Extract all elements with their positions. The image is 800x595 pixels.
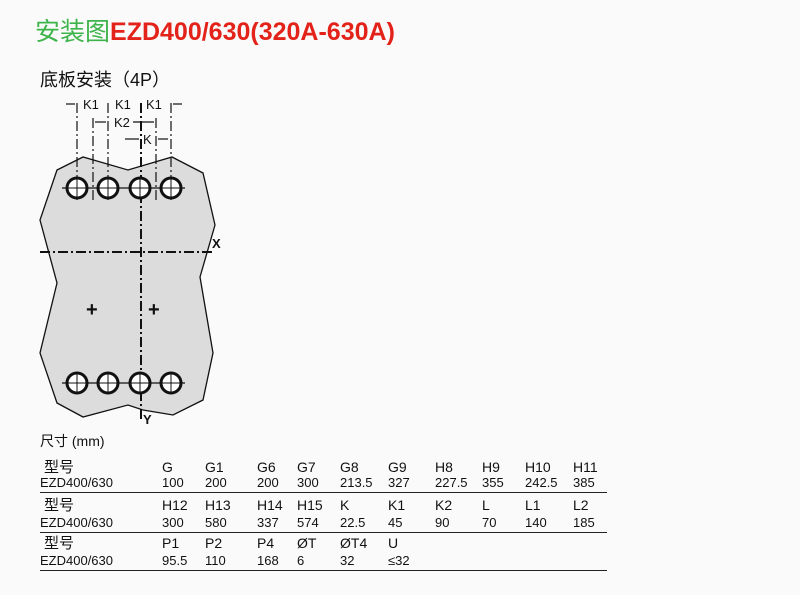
column-header: G7: [297, 459, 316, 475]
table-cell: 355: [482, 475, 504, 490]
column-header: G8: [340, 459, 359, 475]
table-cell: 242.5: [525, 475, 558, 490]
table-row: EZD400/630 300 580 337 574 22.5 45 90 70 140 185: [40, 514, 607, 533]
column-header: H11: [573, 459, 598, 475]
column-header: H9: [482, 459, 500, 475]
table-cell: 168: [257, 553, 279, 568]
k2-label: K2: [114, 115, 130, 130]
table-cell: 200: [257, 475, 279, 490]
table-cell: 70: [482, 515, 497, 530]
page-title: 安装图EZD400/630(320A-630A): [35, 12, 395, 48]
table-cell: 90: [435, 515, 450, 530]
column-header: H13: [205, 497, 231, 513]
column-header: K: [340, 497, 350, 513]
column-header: H10: [525, 459, 551, 475]
table-cell: 213.5: [340, 475, 373, 490]
column-header: ØT: [297, 535, 317, 551]
table-cell: 45: [388, 515, 403, 530]
column-header: K2: [435, 497, 453, 513]
table-cell: 300: [162, 515, 184, 530]
table-cell: 185: [573, 515, 595, 530]
k1-label: K1: [115, 97, 131, 112]
table-header-row: 型号 G G1 G6 G7 G8 G9 H8 H9 H10 H11: [40, 458, 607, 476]
mounting-diagram: K1 K1 K1 K2 K X Y + +: [39, 97, 221, 427]
table-row: EZD400/630 95.5 110 168 6 32 ≤32: [40, 552, 607, 571]
model-header: 型号: [44, 497, 75, 514]
table-header-row: 型号 P1 P2 P4 ØT ØT4 U: [40, 534, 607, 552]
table-cell: 32: [340, 553, 355, 568]
model-cell: EZD400/630: [40, 515, 113, 530]
column-header: G: [162, 459, 173, 475]
table-cell: ≤32: [388, 553, 410, 568]
table-cell: 95.5: [162, 553, 188, 568]
table-cell: 580: [205, 515, 227, 530]
table-header-row: 型号 H12 H13 H14 H15 K K1 K2 L L1 L2: [40, 496, 607, 514]
column-header: G6: [257, 459, 276, 475]
table-row: EZD400/630 100 200 200 300 213.5 327 227.5 355 24…: [40, 474, 607, 493]
k1-label: K1: [83, 97, 99, 112]
mounting-cross-mark: +: [86, 299, 98, 321]
column-header: G9: [388, 459, 407, 475]
column-header: G1: [205, 459, 224, 475]
table-cell: 337: [257, 515, 279, 530]
dimension-unit: 尺寸 (mm): [40, 433, 105, 449]
table-cell: 22.5: [340, 515, 366, 530]
table-cell: 110: [205, 553, 226, 568]
table-cell: 300: [297, 475, 319, 490]
section-subtitle: 底板安装（4P）: [40, 70, 171, 90]
table-cell: 574: [297, 515, 319, 530]
y-axis-label: Y: [143, 412, 152, 427]
title-prefix: 安装图: [35, 18, 111, 46]
model-header: 型号: [44, 459, 75, 476]
model-cell: EZD400/630: [40, 475, 113, 490]
k-label: K: [143, 132, 152, 147]
column-header: P2: [205, 535, 223, 551]
column-header: K1: [388, 497, 406, 513]
column-header: L2: [573, 497, 589, 513]
table-cell: 100: [162, 475, 184, 490]
table-cell: 200: [205, 475, 227, 490]
model-cell: EZD400/630: [40, 553, 113, 568]
column-header: U: [388, 535, 399, 551]
column-header: L1: [525, 497, 541, 513]
k1-label: K1: [146, 97, 162, 112]
table-cell: 327: [388, 475, 410, 490]
column-header: P1: [162, 535, 180, 551]
title-model: EZD400/630(320A-630A): [110, 18, 395, 46]
column-header: ØT4: [340, 535, 368, 551]
base-plate-outline: [39, 156, 216, 418]
column-header: H12: [162, 497, 188, 513]
model-header: 型号: [44, 535, 75, 552]
table-cell: 227.5: [435, 475, 468, 490]
column-header: H14: [257, 497, 283, 513]
column-header: H8: [435, 459, 453, 475]
x-axis-label: X: [212, 236, 221, 251]
table-cell: 140: [525, 515, 547, 530]
table-cell: 385: [573, 475, 595, 490]
column-header: L: [482, 497, 490, 513]
table-cell: 6: [297, 553, 305, 568]
mounting-cross-mark: +: [148, 299, 160, 321]
column-header: H15: [297, 497, 323, 513]
column-header: P4: [257, 535, 275, 551]
